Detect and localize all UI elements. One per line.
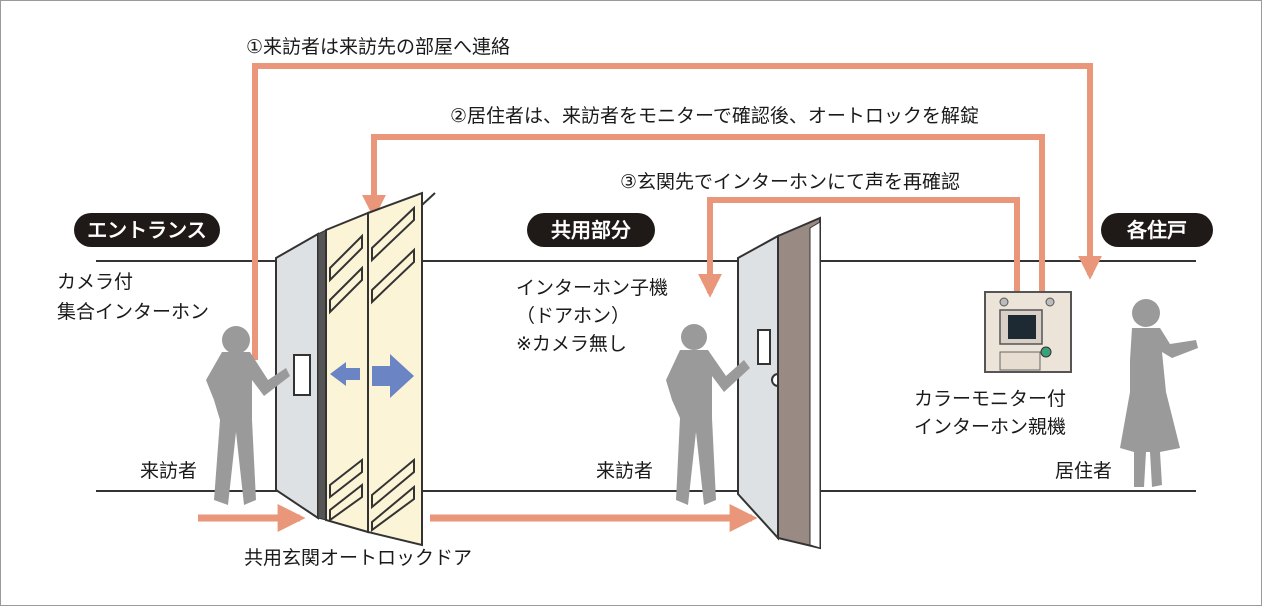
step1-arrow [252,63,1102,360]
monitor-screen [1008,315,1036,339]
visitor-figure-entrance [206,326,290,505]
door-top-edge [421,192,436,206]
resident-figure [1120,299,1198,487]
autolock-door-label: 共用玄関オートロックドア [244,547,473,569]
glass-stripes [329,205,415,532]
doorphone-unit [757,329,771,365]
visitor-figure-common [666,324,750,505]
step1-text: ①来訪者は来訪先の部屋へ連絡 [246,36,511,58]
unit-door-edge [809,221,821,549]
step2-arrow [362,134,1045,292]
monitor-intercom-device [984,291,1072,373]
zone-entrance-pill: エントランス [74,213,220,247]
autolock-door [275,191,436,547]
slide-arrow-right-icon [372,354,414,398]
slide-arrow-left-icon [330,362,360,386]
entrance-panel-button [293,354,311,396]
camera-intercom-label: カメラ付 集合インターホン [57,271,210,323]
step3-text: ③玄関先でインターホンにて声を再確認 [620,171,961,193]
zone-common-pill: 共用部分 [527,213,655,247]
step2-text: ②居住者は、来訪者をモニターで確認後、オートロックを解錠 [450,105,979,127]
visitor-label-common: 来訪者 [596,460,654,482]
zone-unit-pill: 各住戸 [1101,213,1213,247]
unit-door [737,216,821,550]
unit-door-wall [737,234,779,541]
sub-intercom-label: インターホン子機 （ドアホン） ※カメラ無し [516,277,669,355]
monitor-intercom-label: カラーモニター付 インターホン親機 [914,388,1067,438]
door-frame-post [317,229,327,521]
step3-arrow [698,197,1020,298]
visitor-label-entrance: 来訪者 [140,460,198,482]
resident-label: 居住者 [1055,460,1113,482]
